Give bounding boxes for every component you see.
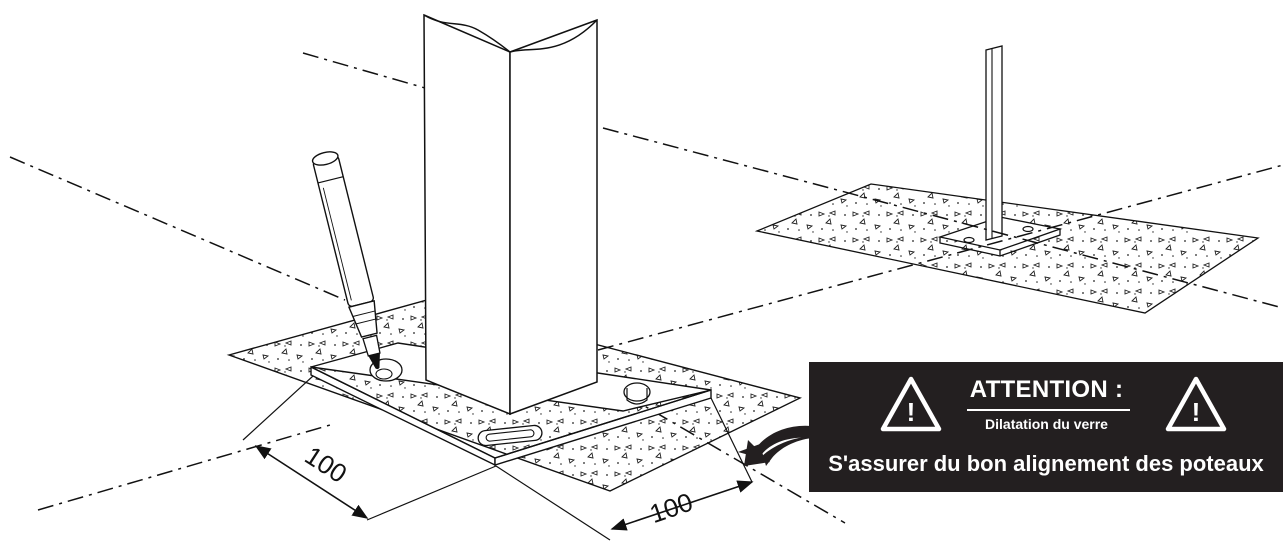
- alignment-axes: [9, 52, 1283, 524]
- svg-text:!: !: [1192, 397, 1201, 427]
- reference-post-assembly: [754, 45, 1260, 314]
- callout-arrow-head: [744, 425, 812, 466]
- svg-text:!: !: [907, 397, 916, 427]
- axis-line-lower-left: [37, 424, 331, 511]
- callout-arrow: [738, 436, 812, 466]
- axis-line-right: [597, 164, 1283, 351]
- warning-triangle-icon: !: [880, 376, 942, 432]
- dimension-left: [242, 375, 497, 521]
- reference-post: [985, 45, 1003, 241]
- base-plate: [310, 342, 712, 467]
- axis-line-left: [9, 156, 346, 301]
- axis-line-top-left: [302, 52, 433, 91]
- warning-divider: [967, 409, 1130, 411]
- warning-title: ATTENTION :: [969, 376, 1124, 403]
- warning-panel: ! ATTENTION : Dilatation du verre ! S'as…: [809, 362, 1283, 492]
- warning-subtitle: Dilatation du verre: [985, 416, 1108, 432]
- main-post: [423, 13, 598, 416]
- slotted-hole-front: [477, 424, 543, 447]
- dimension-left-label: 100: [300, 440, 353, 489]
- warning-message: S'assurer du bon alignement des poteaux: [828, 451, 1264, 476]
- warning-triangle-icon: !: [1165, 376, 1227, 432]
- reference-concrete-slab: [754, 183, 1260, 314]
- marker-pen: [311, 151, 381, 370]
- dimension-right: [495, 397, 754, 541]
- axis-line-long: [602, 127, 1283, 309]
- dimension-right-label: 100: [646, 487, 697, 529]
- slotted-hole-right: [623, 382, 651, 405]
